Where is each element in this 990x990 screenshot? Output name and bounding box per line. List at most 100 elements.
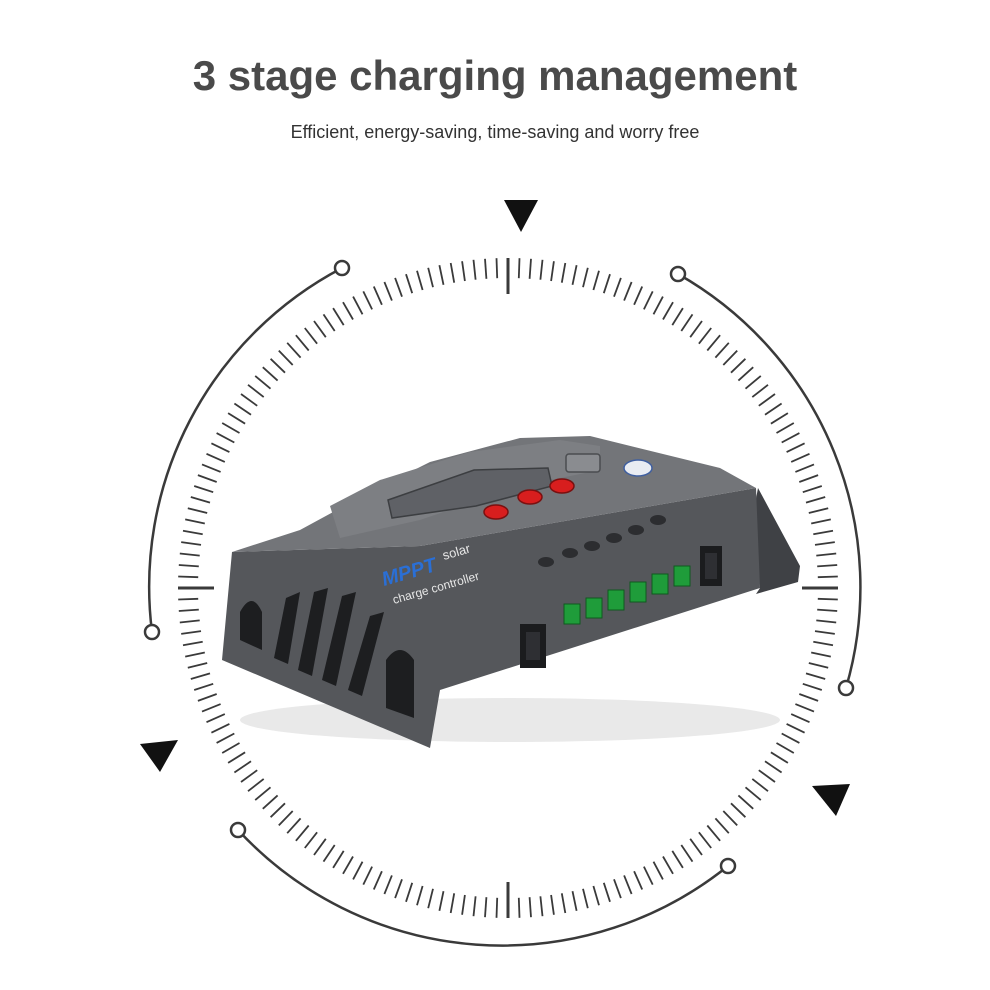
- dial-tick: [814, 541, 835, 546]
- dial-tick: [623, 281, 633, 301]
- dial-tick: [744, 786, 762, 801]
- dial-tick: [178, 597, 199, 601]
- dial-tick: [662, 301, 674, 320]
- dial-tick: [582, 267, 589, 288]
- dial-tick: [764, 760, 783, 774]
- dial-tick: [269, 802, 286, 818]
- dial-tick: [472, 259, 477, 280]
- logo-badge-icon: [623, 459, 653, 477]
- dial-tick: [770, 751, 789, 764]
- dial-tick: [182, 529, 203, 536]
- dial-tick: [613, 878, 622, 899]
- dial-tick: [372, 870, 383, 890]
- dial-tick: [262, 794, 279, 810]
- dial-tick: [362, 866, 373, 885]
- dial-tick: [247, 778, 265, 792]
- dial-tick: [262, 366, 279, 382]
- dial-tick: [240, 393, 258, 407]
- dial-tick: [817, 608, 838, 612]
- dial-tick: [714, 817, 730, 834]
- dial-tick: [286, 342, 302, 359]
- dc-jack: [520, 546, 722, 668]
- dial-tick: [808, 662, 829, 669]
- dial-tick: [764, 402, 783, 416]
- dial-tick: [602, 882, 611, 903]
- dial-tick: [560, 262, 567, 283]
- dial-tick: [438, 891, 445, 911]
- dial-tick: [193, 485, 214, 494]
- dial-tick: [813, 640, 834, 647]
- wire-terminals: [563, 565, 691, 625]
- dial-tick: [633, 286, 644, 306]
- dial-tick: [461, 894, 466, 915]
- dial-tick: [178, 564, 199, 568]
- dial-tick: [528, 897, 532, 918]
- dial-tick: [342, 301, 354, 320]
- dial-tick: [817, 597, 838, 601]
- dial-tick: [539, 896, 544, 917]
- dial-tick: [798, 474, 819, 483]
- dial-tick: [786, 442, 805, 453]
- dial-tick: [472, 896, 477, 917]
- dial-tick: [798, 693, 819, 702]
- page-subtitle: Efficient, energy-saving, time-saving an…: [290, 122, 700, 142]
- dial-tick: [813, 529, 834, 536]
- dial-outer-arcs: [147, 266, 862, 947]
- dial-tick: [550, 261, 555, 282]
- dial-tick: [427, 888, 434, 909]
- dial-tick: [689, 320, 703, 338]
- dial-tick: [816, 552, 837, 557]
- dial-tick: [427, 267, 434, 288]
- dial-tick: [652, 296, 664, 315]
- dial-tick: [322, 844, 336, 863]
- dial-tick: [304, 327, 318, 345]
- dial-tick: [808, 507, 829, 514]
- dial-tick: [751, 778, 769, 792]
- dial-tick-ring: [178, 258, 838, 918]
- dial-tick: [484, 897, 488, 918]
- dial-tick: [680, 844, 694, 863]
- dial-tick: [187, 507, 208, 514]
- dial-tick: [652, 861, 664, 880]
- dial-tick: [643, 866, 654, 885]
- dial-tick: [671, 850, 684, 869]
- dial-tick: [449, 262, 456, 283]
- dial-tick: [216, 732, 235, 744]
- charge-controller-device: MPPT solar charge controller: [222, 436, 800, 748]
- dial-tick: [680, 313, 694, 332]
- dial-tick: [817, 564, 838, 568]
- dial-tick: [461, 261, 466, 282]
- dial-tick: [790, 452, 810, 463]
- control-buttons: [483, 478, 575, 520]
- dial-tick: [592, 885, 600, 906]
- dial-tick: [751, 384, 769, 398]
- dial-tick: [730, 358, 747, 374]
- dial-tick: [254, 375, 272, 390]
- dial-tick: [190, 496, 211, 504]
- dial-tick: [730, 802, 747, 818]
- dial-tick: [211, 442, 230, 453]
- dial-tick: [278, 810, 294, 827]
- dial-tick: [817, 575, 838, 579]
- dial-tick: [602, 273, 611, 294]
- dial-tick: [571, 891, 578, 911]
- dial-tick: [197, 474, 218, 483]
- dial-tick: [178, 575, 199, 579]
- dial-tick: [295, 824, 310, 842]
- dial-tick: [193, 682, 214, 691]
- dial-tick: [737, 366, 754, 382]
- dial-tick: [698, 831, 712, 849]
- dial-tick: [233, 402, 252, 416]
- dial-tick: [216, 432, 235, 444]
- dial-tick: [816, 619, 837, 624]
- dial-tick: [405, 273, 414, 294]
- dial-tick: [811, 651, 831, 658]
- dial-tick: [802, 682, 823, 691]
- dial-tick: [394, 277, 403, 298]
- dial-tick: [706, 334, 721, 352]
- dial-tick: [795, 703, 815, 713]
- dial-tick: [178, 608, 199, 612]
- dial-tick: [770, 412, 789, 425]
- dial-tick: [201, 703, 221, 713]
- dial-tick: [352, 296, 364, 315]
